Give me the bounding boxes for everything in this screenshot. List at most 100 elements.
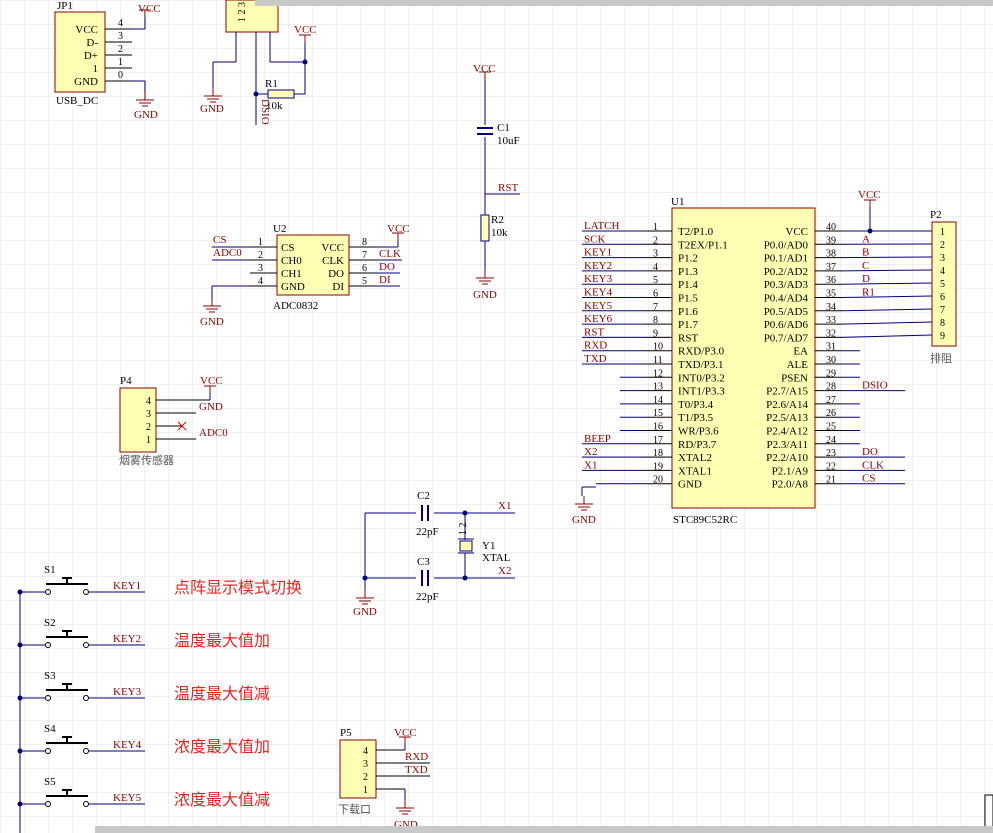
c3-value: 22pF: [416, 591, 439, 603]
u1-left-pin-label: P1.3: [678, 266, 698, 278]
u1-right-pin-label: P2.4/A12: [766, 426, 808, 438]
u1-right-net-label: CLK: [862, 459, 884, 471]
u1-left-pin-label: T2/P1.0: [678, 226, 714, 238]
r2-gnd-label: GND: [473, 289, 497, 301]
r1-resistor[interactable]: R1 10k: [265, 78, 295, 112]
u1-right-pin-label: VCC: [785, 226, 808, 238]
u2-adc0-net: ADC0: [213, 247, 242, 259]
u1-right-pin-label: EA: [793, 346, 808, 358]
u2-pin-gnd: GND: [281, 281, 305, 293]
p2-pin-number: 7: [940, 305, 945, 316]
switch-net-label: KEY5: [113, 792, 142, 804]
switch-ref: S5: [44, 776, 56, 788]
u1-right-pin-number: 22: [826, 461, 836, 472]
u1-left-pin-label: P1.4: [678, 279, 698, 291]
u1-left-pin-label: T0/P3.4: [678, 399, 714, 411]
u1-left-pin-number: 8: [653, 315, 658, 326]
u1-right-pin-label: P0.3/AD3: [764, 279, 809, 291]
jp1-gnd-label: GND: [134, 109, 158, 121]
jp1-pin-1: 1: [93, 63, 99, 75]
u1-right-pin-label: P0.6/AD6: [764, 319, 809, 331]
switch-comment: 浓度最大值加: [174, 737, 270, 756]
jp1-vcc-label: VCC: [138, 3, 161, 15]
jp1-num-1: 1: [118, 57, 123, 68]
u1-right-pin-label: P2.7/A15: [766, 386, 808, 398]
p2-pin-number: 3: [940, 253, 945, 264]
u1-left-net-label: SCK: [584, 233, 605, 245]
y1-crystal[interactable]: Y1 XTAL 1 2: [458, 523, 511, 565]
switch-comment: 浓度最大值减: [174, 790, 270, 809]
u2-gnd-label: GND: [200, 316, 224, 328]
u1-right-pin-number: 40: [826, 222, 836, 233]
u1-left-net-label: RST: [584, 326, 604, 338]
u1-right-pin-label: ALE: [787, 359, 809, 371]
sensor-connector-top[interactable]: 1 2 3: [225, 0, 279, 33]
u2-num-8: 8: [362, 237, 367, 248]
u1-left-net-label: KEY5: [584, 300, 613, 312]
u1-left-pin-number: 4: [653, 262, 658, 273]
u1-left-pin-label: XTAL2: [678, 452, 712, 464]
u1-left-pin-number: 10: [653, 342, 663, 353]
jp1-num-3: 3: [118, 31, 123, 42]
u1-left-net-label: KEY3: [584, 273, 613, 285]
u1-right-pin-number: 27: [826, 395, 836, 406]
u1-left-pin-number: 20: [653, 475, 663, 486]
u1-right-pin-number: 34: [826, 302, 836, 313]
u1-right-pin-label: P0.1/AD1: [764, 253, 808, 265]
u2-adc0832[interactable]: U2 CS CH0 CH1 GND VCC CLK DO DI 1 2 3 4 …: [258, 223, 367, 312]
p4-smoke-sensor[interactable]: P4 4 3 2 1 烟雾传感器: [119, 375, 174, 467]
u1-right-net-label: A: [862, 233, 870, 245]
jp1-name: USB_DC: [56, 95, 98, 107]
p4-name: 烟雾传感器: [119, 453, 174, 467]
u2-num-1: 1: [258, 237, 263, 248]
u1-left-pin-number: 16: [653, 422, 663, 433]
u1-right-pin-label: P0.2/AD2: [764, 266, 808, 278]
c3-capacitor[interactable]: C3 22pF: [416, 556, 439, 603]
u1-right-net-label: DO: [862, 446, 878, 458]
y1-value: XTAL: [482, 552, 511, 564]
p5-vcc-label: VCC: [394, 727, 417, 739]
horizontal-scrollbar[interactable]: [95, 826, 993, 833]
c2-capacitor[interactable]: C2 22pF: [416, 490, 439, 538]
u2-num-2: 2: [258, 250, 263, 261]
dsio-net-label: DSIO: [259, 99, 271, 125]
u1-left-net-label: TXD: [584, 353, 607, 365]
u1-right-pin-label: P2.3/A11: [767, 439, 808, 451]
jp1-connector[interactable]: JP1 VCC D- D+ 1 GND 4 3 2 1 0 USB_DC: [54, 0, 132, 107]
u1-left-pin-number: 13: [653, 382, 663, 393]
u1-right-pin-number: 37: [826, 262, 836, 273]
u1-right-pin-label: P0.7/AD7: [764, 332, 809, 344]
u1-left-pin-label: WR/P3.6: [678, 426, 719, 438]
u1-left-pin-label: INT1/P3.3: [678, 386, 725, 398]
u1-right-net-label: B: [862, 247, 869, 259]
switch-comment: 温度最大值减: [174, 684, 270, 703]
u1-left-net-label: X2: [584, 446, 597, 458]
p5-download-port[interactable]: P5 4 3 2 1 下载口: [338, 727, 377, 816]
u1-stc89c52rc[interactable]: U1 T2/P1.01T2EX/P1.12P1.23P1.34P1.45P1.5…: [645, 196, 842, 526]
p2-ref: P2: [930, 209, 942, 221]
u1-right-net-label: C: [862, 260, 869, 272]
u2-pin-vcc: VCC: [321, 242, 344, 254]
u2-num-6: 6: [362, 263, 367, 274]
u1-right-net-label: R1: [862, 287, 875, 299]
top-scrollbar[interactable]: [255, 0, 993, 6]
p4-num-4: 4: [146, 396, 151, 407]
p2-pin-number: 8: [940, 318, 945, 329]
u1-left-net-label: LATCH: [584, 220, 620, 232]
c1-capacitor[interactable]: C1 10uF: [477, 122, 520, 147]
jp1-num-2: 2: [118, 44, 123, 55]
r2-resistor[interactable]: R2 10k: [480, 214, 508, 242]
p2-name: 排阻: [930, 351, 952, 365]
u1-right-pin-label: P0.4/AD4: [764, 293, 809, 305]
u1-right-pin-number: 35: [826, 289, 836, 300]
u2-num-5: 5: [362, 276, 367, 287]
u2-num-3: 3: [258, 263, 263, 274]
u1-vcc-label: VCC: [858, 189, 881, 201]
